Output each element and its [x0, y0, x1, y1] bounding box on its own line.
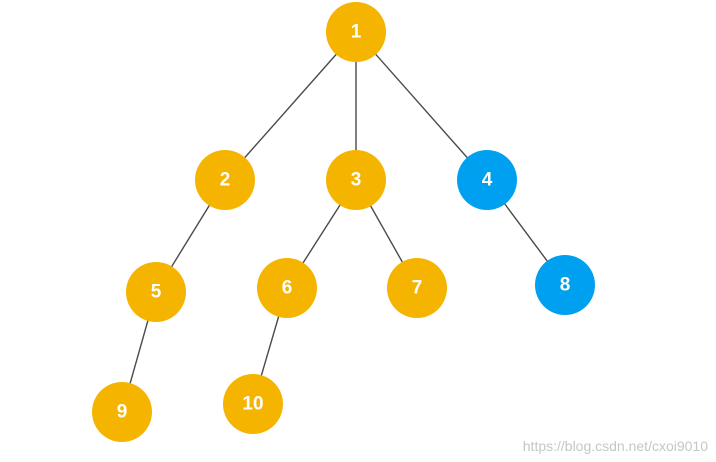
edge-1-2 — [224, 31, 357, 181]
nodes-layer: 1 2 3 4 5 6 7 8 9 10 — [92, 2, 595, 442]
node-circle-10 — [223, 374, 283, 434]
node-label-8: 8 — [560, 275, 571, 296]
node-label-2: 2 — [220, 170, 231, 191]
tree-node-6: 6 — [257, 258, 317, 318]
node-label-3: 3 — [351, 170, 362, 191]
node-circle-6 — [257, 258, 317, 318]
node-label-4: 4 — [482, 170, 493, 191]
node-label-1: 1 — [351, 22, 362, 43]
tree-node-10: 10 — [223, 374, 283, 434]
node-circle-9 — [92, 382, 152, 442]
tree-node-7: 7 — [387, 258, 447, 318]
node-circle-8 — [535, 255, 595, 315]
node-label-10: 10 — [242, 394, 263, 415]
node-label-6: 6 — [282, 278, 293, 299]
tree-node-3: 3 — [326, 150, 386, 210]
watermark-text: https://blog.csdn.net/cxoi9010 — [522, 438, 708, 454]
node-label-9: 9 — [117, 402, 128, 423]
tree-node-9: 9 — [92, 382, 152, 442]
edge-1-4 — [355, 31, 488, 181]
node-circle-3 — [326, 150, 386, 210]
node-circle-7 — [387, 258, 447, 318]
node-label-5: 5 — [151, 282, 162, 303]
node-circle-4 — [457, 150, 517, 210]
edges-layer — [121, 31, 566, 413]
node-circle-5 — [126, 262, 186, 322]
node-circle-1 — [326, 2, 386, 62]
node-label-7: 7 — [412, 278, 423, 299]
tree-node-2: 2 — [195, 150, 255, 210]
tree-node-8: 8 — [535, 255, 595, 315]
tree-node-1: 1 — [326, 2, 386, 62]
tree-node-4: 4 — [457, 150, 517, 210]
node-circle-2 — [195, 150, 255, 210]
tree-node-5: 5 — [126, 262, 186, 322]
